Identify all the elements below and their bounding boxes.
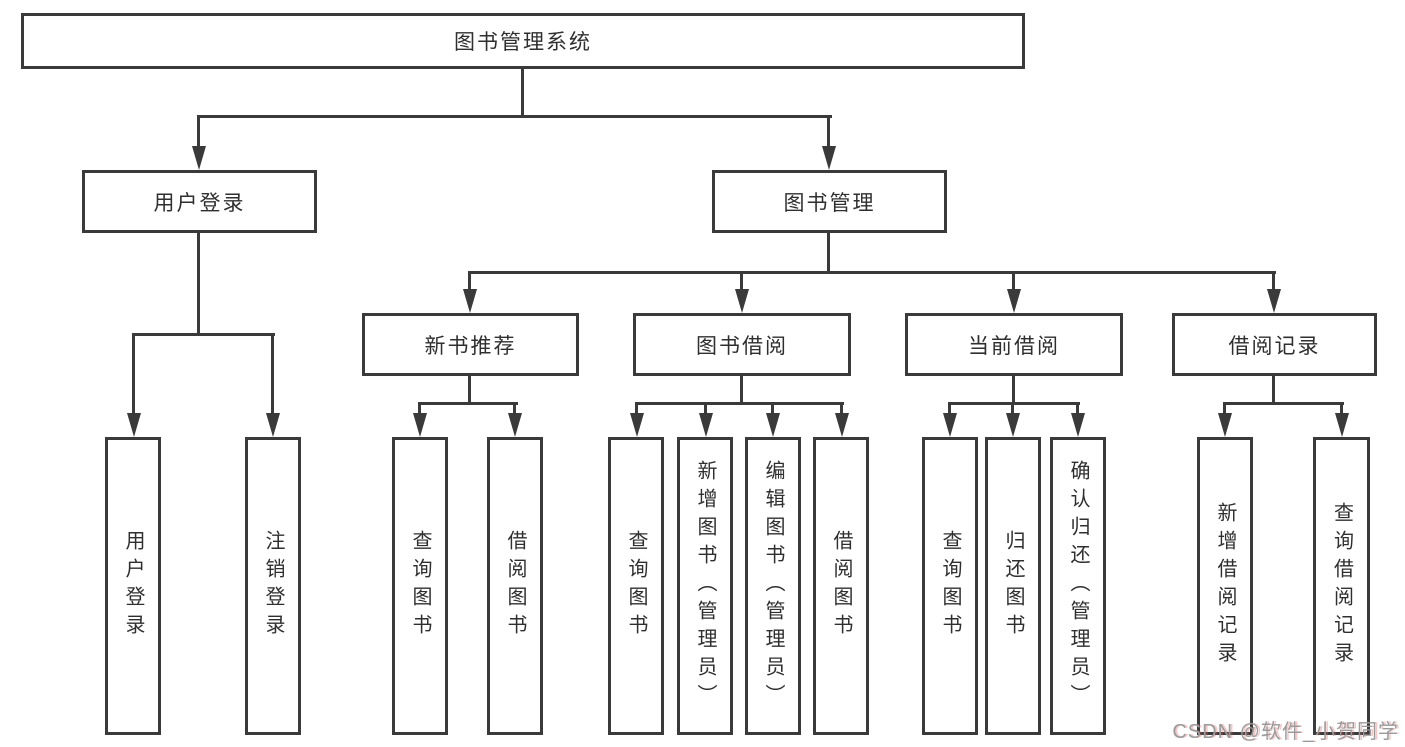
node-borrow-records: 借阅记录 — [1172, 313, 1377, 376]
connector-line — [771, 405, 774, 415]
csdn-watermark: CSDN @软件_小贺同学 — [1172, 721, 1399, 743]
arrow-down-icon — [413, 413, 427, 437]
node-label: 图书管理系统 — [454, 31, 592, 54]
node-label: 查询图书 — [625, 530, 647, 642]
connector-line — [197, 233, 200, 334]
connector-line — [1272, 274, 1275, 292]
node-leaf-confirm-return: 确认归还（管理员） — [1050, 437, 1106, 735]
node-leaf-add-book-admin: 新增图书（管理员） — [677, 437, 733, 735]
node-label: 借阅图书 — [830, 530, 852, 642]
node-leaf-query-book-borrow: 查询图书 — [608, 437, 664, 735]
node-label: 查询借阅记录 — [1330, 502, 1353, 670]
connector-line — [635, 402, 844, 405]
node-label: 用户登录 — [153, 191, 246, 215]
node-leaf-user-login: 用户登录 — [105, 437, 161, 735]
connector-line — [1223, 405, 1226, 415]
node-label: 编辑图书（管理员） — [762, 460, 784, 712]
node-leaf-query-book-rec: 查询图书 — [392, 437, 448, 735]
node-leaf-return-book: 归还图书 — [985, 437, 1041, 735]
arrow-down-icon — [1006, 413, 1020, 437]
arrow-down-icon — [463, 289, 477, 313]
node-label: 新增借阅记录 — [1214, 502, 1236, 670]
connector-line — [418, 405, 421, 415]
connector-line — [1223, 402, 1344, 405]
connector-line — [132, 333, 275, 336]
node-label: 查询图书 — [409, 530, 431, 642]
connector-line — [1012, 274, 1015, 292]
connector-line — [521, 69, 524, 118]
arrow-down-icon — [1007, 289, 1021, 313]
connector-line — [1076, 405, 1079, 415]
node-label: 查询图书 — [939, 530, 961, 642]
connector-line — [468, 271, 1276, 274]
node-label: 图书借阅 — [696, 334, 788, 358]
connector-line — [418, 402, 518, 405]
node-book-borrow: 图书借阅 — [633, 313, 851, 376]
node-label: 用户登录 — [122, 530, 144, 642]
node-label: 注销登录 — [262, 530, 284, 642]
connector-line — [197, 115, 832, 118]
arrow-down-icon — [630, 413, 644, 437]
connector-line — [840, 405, 843, 415]
node-new-book-recommend: 新书推荐 — [362, 313, 579, 376]
arrow-down-icon — [266, 413, 280, 437]
arrow-down-icon — [508, 413, 522, 437]
arrow-down-icon — [822, 146, 836, 170]
connector-line — [1012, 376, 1015, 404]
arrow-down-icon — [1218, 413, 1232, 437]
connector-line — [197, 118, 200, 148]
arrow-down-icon — [735, 289, 749, 313]
connector-line — [704, 405, 707, 415]
node-leaf-query-borrow-record: 查询借阅记录 — [1313, 437, 1370, 735]
node-user-login: 用户登录 — [82, 170, 317, 233]
connector-line — [948, 405, 951, 415]
node-label: 图书管理 — [783, 191, 876, 215]
node-label: 确认归还（管理员） — [1067, 460, 1089, 712]
node-leaf-logout: 注销登录 — [245, 437, 301, 735]
arrow-down-icon — [1071, 413, 1085, 437]
connector-line — [740, 376, 743, 404]
node-current-borrow: 当前借阅 — [905, 313, 1123, 376]
node-label: 新增图书（管理员） — [694, 460, 716, 712]
connector-line — [1340, 405, 1343, 415]
node-leaf-add-borrow-record: 新增借阅记录 — [1197, 437, 1253, 735]
connector-line — [468, 376, 471, 404]
node-label: 借阅图书 — [504, 530, 526, 642]
connector-line — [513, 405, 516, 415]
connector-line — [827, 233, 830, 273]
node-book-management: 图书管理 — [712, 170, 947, 233]
node-leaf-query-book-cur: 查询图书 — [922, 437, 978, 735]
node-label: 当前借阅 — [968, 334, 1060, 358]
connector-line — [948, 402, 1080, 405]
connector-line — [1011, 405, 1014, 415]
node-label: 归还图书 — [1002, 530, 1024, 642]
node-label: 新书推荐 — [424, 334, 517, 358]
connector-line — [740, 274, 743, 292]
arrow-down-icon — [1267, 289, 1281, 313]
arrow-down-icon — [835, 413, 849, 437]
connector-line — [271, 336, 274, 416]
node-label: 借阅记录 — [1228, 334, 1321, 358]
node-root-system: 图书管理系统 — [21, 13, 1025, 69]
arrow-down-icon — [127, 413, 141, 437]
arrow-down-icon — [699, 413, 713, 437]
arrow-down-icon — [943, 413, 957, 437]
node-leaf-edit-book-admin: 编辑图书（管理员） — [745, 437, 801, 735]
connector-line — [827, 118, 830, 148]
connector-line — [1272, 376, 1275, 404]
connector-line — [468, 274, 471, 292]
connector-line — [635, 405, 638, 415]
arrow-down-icon — [1335, 413, 1349, 437]
arrow-down-icon — [766, 413, 780, 437]
node-leaf-borrow-book: 借阅图书 — [813, 437, 869, 735]
connector-line — [132, 336, 135, 416]
arrow-down-icon — [192, 146, 206, 170]
node-leaf-borrow-book-rec: 借阅图书 — [487, 437, 543, 735]
